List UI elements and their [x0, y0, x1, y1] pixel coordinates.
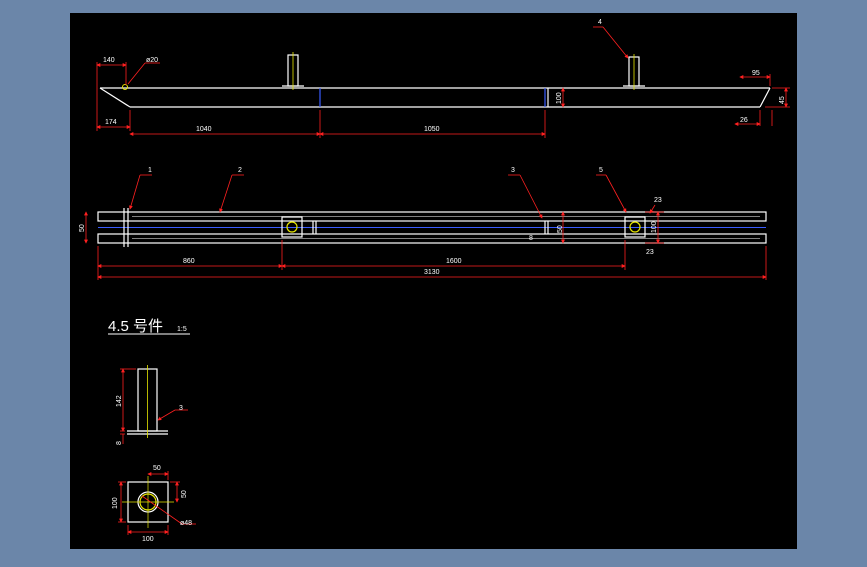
callout-2: 2 [238, 167, 242, 174]
drawing-canvas [70, 13, 797, 549]
plate-top-view [122, 476, 174, 528]
callout-4: 4 [598, 19, 602, 26]
detail-title: 4.5 号件 [108, 318, 163, 335]
dim-100: 100 [556, 92, 563, 104]
dim-50-top: 50 [153, 465, 161, 472]
rail-body [99, 87, 771, 108]
dim-860: 860 [183, 258, 195, 265]
dim-174: 174 [105, 119, 117, 126]
dim-8-detail: 8 [116, 441, 123, 445]
dim-100-left: 100 [112, 497, 119, 509]
bolt-hole [122, 84, 128, 90]
dim-140: 140 [103, 57, 115, 64]
dim-100-bottom: 100 [142, 536, 154, 543]
base-plate-a [281, 216, 303, 238]
dim-8: 8 [529, 235, 533, 242]
dim-100-plan: 100 [651, 221, 658, 233]
rail-pair [97, 208, 767, 247]
dim-50-plan: 50 [79, 224, 86, 232]
post-dimensions [120, 368, 188, 444]
dim-dia-20: ø20 [146, 57, 158, 64]
dim-1040: 1040 [196, 126, 212, 133]
plan-dimensions [84, 174, 767, 280]
dim-3130: 3130 [424, 269, 440, 276]
dim-50-gap: 50 [557, 225, 564, 233]
base-plate-b [624, 216, 646, 238]
post-side-view [127, 365, 168, 438]
callout-3-detail: 3 [179, 405, 183, 412]
dim-23-top: 23 [654, 197, 662, 204]
elevation-dimensions [96, 26, 790, 138]
dim-95: 95 [752, 70, 760, 77]
detail-view: 4.5 号件 1:5 142 8 3 [108, 318, 196, 543]
plate-dimensions [118, 471, 196, 535]
callout-5: 5 [599, 167, 603, 174]
dim-142: 142 [116, 395, 123, 407]
dim-1600: 1600 [446, 258, 462, 265]
post-left [282, 52, 304, 90]
dim-50-right: 50 [181, 490, 188, 498]
elevation-view: 140 ø20 174 1040 1050 100 95 45 26 4 [96, 19, 790, 138]
callout-1: 1 [148, 167, 152, 174]
dim-26: 26 [740, 117, 748, 124]
dim-45: 45 [779, 96, 786, 104]
plan-view: 50 860 1600 3130 8 50 100 23 23 1 2 3 5 [79, 167, 767, 280]
dim-1050: 1050 [424, 126, 440, 133]
post-right [623, 54, 645, 90]
callout-3: 3 [511, 167, 515, 174]
detail-scale: 1:5 [177, 326, 187, 333]
dim-dia-48: ø48 [180, 520, 192, 527]
dim-23-bottom: 23 [646, 249, 654, 256]
